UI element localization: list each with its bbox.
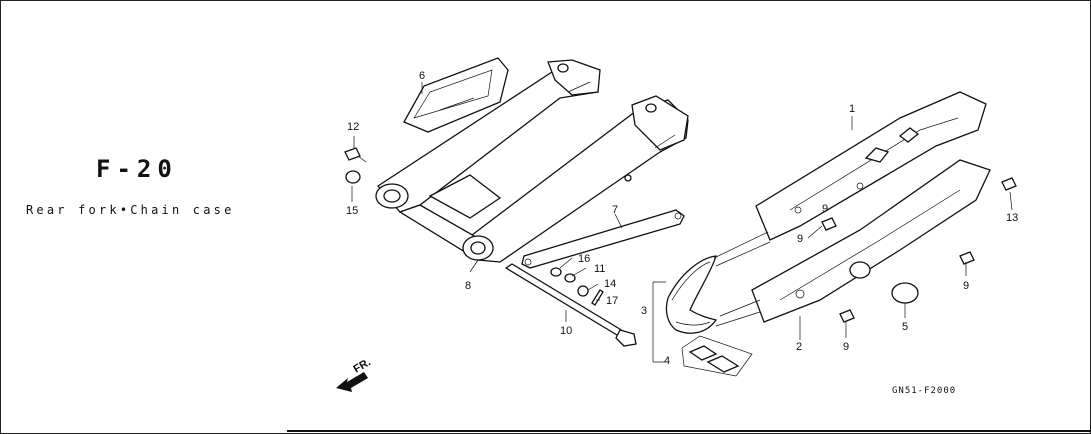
callout-1: 1 bbox=[849, 103, 855, 115]
page-code: F-20 bbox=[96, 155, 178, 183]
callout-9a: 9 bbox=[797, 233, 803, 245]
leader-lines bbox=[351, 82, 1013, 363]
callout-9c: 9 bbox=[843, 341, 849, 353]
callout-4: 4 bbox=[664, 355, 670, 367]
drive-chain-part bbox=[665, 255, 718, 334]
direction-label: FR. bbox=[352, 356, 373, 375]
callout-15: 15 bbox=[346, 205, 358, 217]
callout-17: 17 bbox=[606, 295, 618, 307]
callout-2: 2 bbox=[796, 341, 802, 353]
callout-9b: 9 bbox=[963, 280, 969, 292]
callout-13: 13 bbox=[1006, 212, 1018, 224]
figure-id: GN51-F2000 bbox=[892, 386, 956, 396]
front-direction-arrow: FR. bbox=[336, 356, 373, 392]
callout-3: 3 bbox=[641, 305, 647, 317]
diagram-title: Rear fork•Chain case bbox=[26, 203, 235, 217]
lower-chain-case-part bbox=[751, 159, 991, 323]
callout-14: 14 bbox=[604, 278, 616, 290]
pivot-bolt-part bbox=[504, 263, 637, 347]
chain-joint-part bbox=[681, 335, 753, 377]
callout-7: 7 bbox=[612, 204, 618, 216]
cap-part bbox=[891, 282, 919, 304]
brake-stopper-arm-part bbox=[521, 209, 685, 269]
callout-5: 5 bbox=[902, 321, 908, 333]
bottom-rule bbox=[287, 430, 1091, 432]
small-fasteners bbox=[344, 147, 604, 306]
rear-fork-part bbox=[375, 59, 689, 263]
callout-6: 6 bbox=[419, 70, 425, 82]
callout-12: 12 bbox=[347, 121, 359, 133]
callout-11: 11 bbox=[594, 263, 605, 275]
callout-10: 10 bbox=[560, 325, 572, 337]
case-bolts bbox=[821, 177, 1017, 323]
callout-8: 8 bbox=[465, 280, 471, 292]
chain-slider-part bbox=[403, 57, 509, 133]
chain-case-part bbox=[755, 91, 987, 241]
callout-9d: 9 bbox=[822, 203, 828, 215]
callout-16: 16 bbox=[578, 253, 590, 265]
